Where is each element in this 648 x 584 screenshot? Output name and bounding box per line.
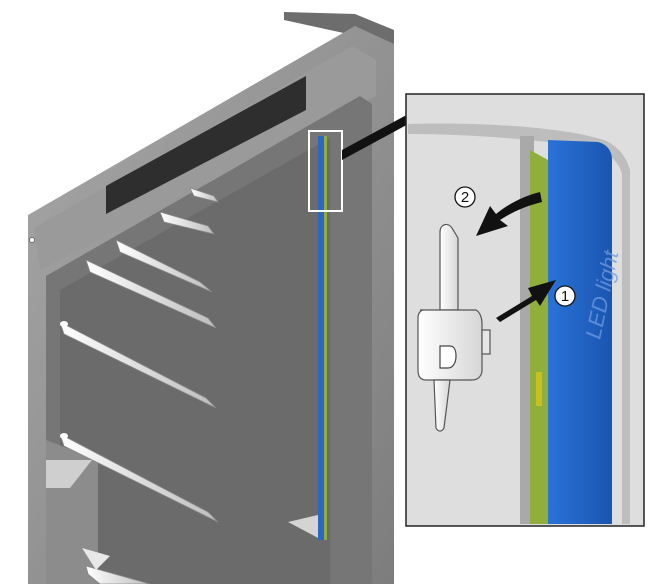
led-clip: [417, 223, 491, 432]
shelf-rail: [115, 239, 213, 293]
pin-hole: [60, 321, 68, 327]
shelf-rail: [59, 433, 219, 523]
shelf-rails: [59, 187, 219, 584]
hinge-pin: [29, 237, 35, 243]
shelf-rail: [189, 187, 219, 203]
shelf-pin-holes: [60, 321, 68, 439]
arrow-step-two: [476, 192, 542, 236]
led-clip-slot: [439, 345, 457, 369]
cabinet-view: [28, 12, 394, 584]
callout-step-two: 2: [454, 186, 476, 208]
arrow-step-one: [496, 280, 556, 322]
detail-led-blue-diffuser: [548, 140, 612, 524]
callout-step-one: 1: [554, 285, 576, 307]
detail-led-green-rail: [530, 150, 548, 524]
cabinet-label-strip: [106, 76, 306, 214]
led-clip-body: [417, 309, 483, 381]
led-strip-main: [318, 136, 324, 540]
shelf-rail: [159, 211, 215, 235]
callout-number: 2: [461, 189, 469, 206]
shelf-rail: [59, 321, 217, 409]
detail-highlight-box: [308, 130, 343, 212]
shelf-rail: [85, 259, 217, 329]
callout-leader: [342, 112, 412, 160]
pin-hole: [60, 433, 68, 439]
led-clip-tab: [481, 329, 491, 355]
led-clip-upper-arm: [439, 223, 459, 311]
detail-led-green-highlight: [536, 372, 542, 406]
led-clip-lower-arm: [433, 379, 451, 432]
detail-view: LED light 2 1: [405, 93, 645, 527]
lower-left-shadow: [82, 548, 110, 570]
led-strip-main-green: [324, 136, 327, 540]
callout-number: 1: [561, 288, 569, 305]
lower-right-reflection: [288, 514, 322, 540]
shelf-rail: [85, 565, 151, 584]
callout-circle: [554, 285, 576, 307]
lower-left-reflection: [46, 460, 92, 488]
callout-circle: [454, 186, 476, 208]
